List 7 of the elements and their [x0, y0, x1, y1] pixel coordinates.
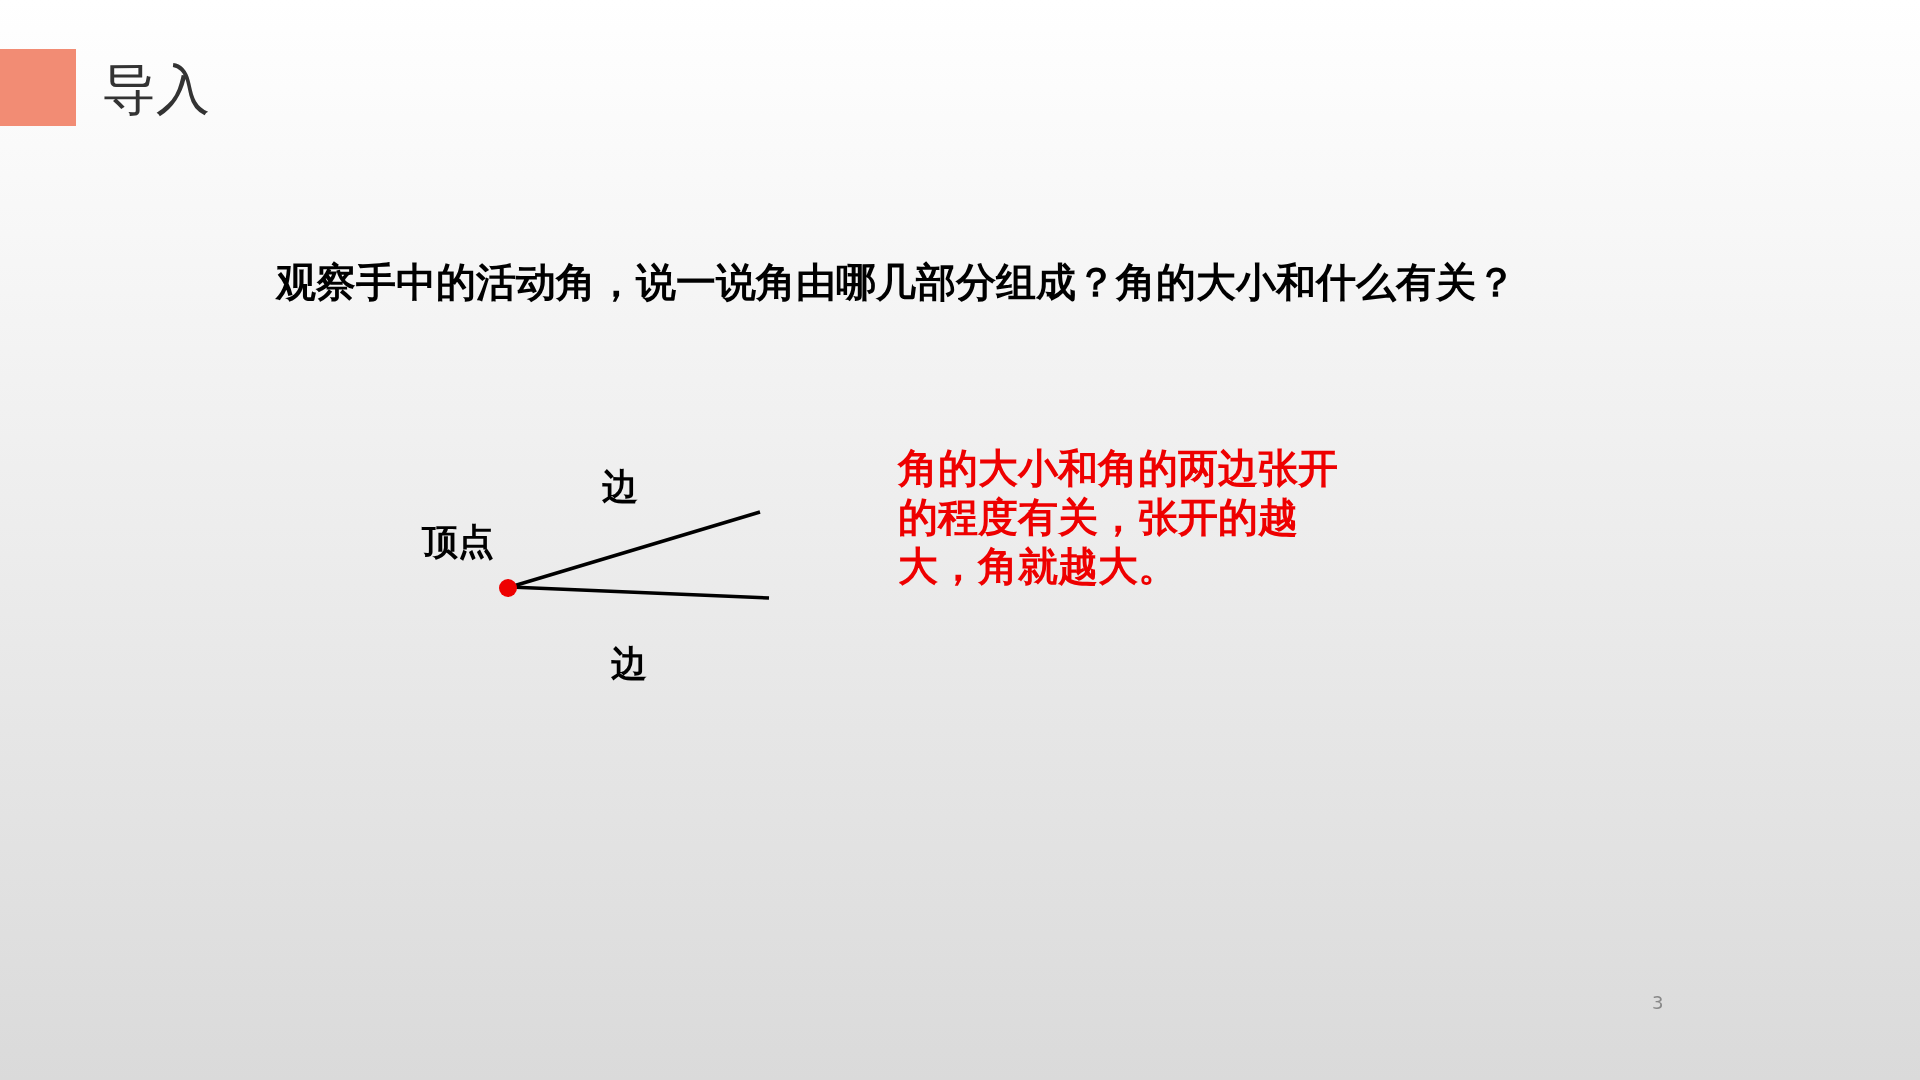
question-text: 观察手中的活动角，说一说角由哪几部分组成？角的大小和什么有关？ — [276, 258, 1516, 306]
side-label: 边 — [602, 465, 638, 509]
slide-title: 导入 — [102, 58, 210, 123]
page-number: 3 — [1652, 992, 1664, 1014]
conclusion-text: 角的大小和角的两边张开的程度有关，张开的越大，角就越大。 — [898, 444, 1339, 591]
vertex-label: 顶点 — [422, 520, 494, 564]
side-label: 边 — [611, 642, 647, 686]
